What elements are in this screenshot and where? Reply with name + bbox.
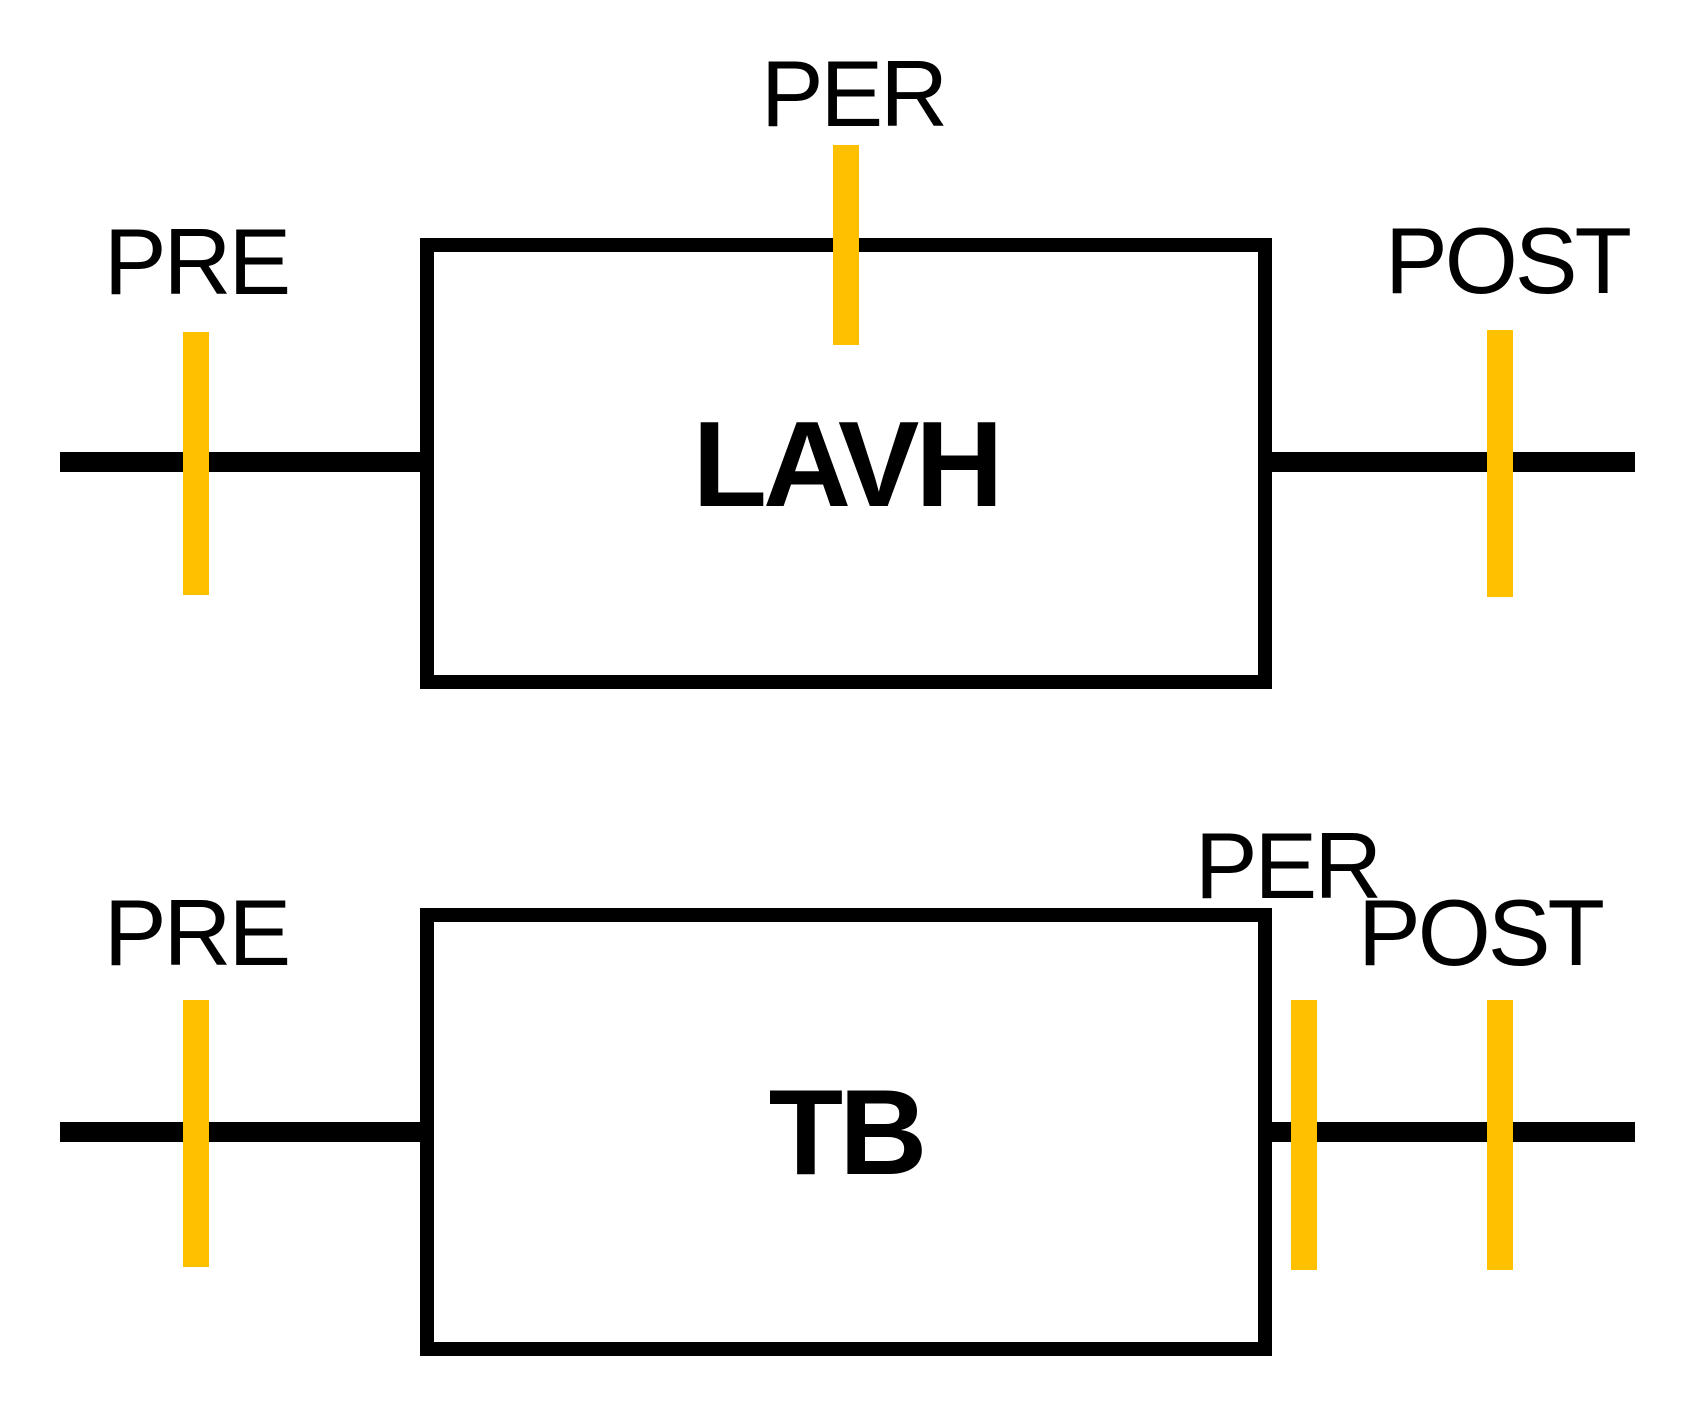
lavh-post-label: POST [1385,208,1632,313]
lavh-surgery-box: LAVH [420,238,1272,689]
tb-per-tick [1291,1000,1317,1270]
lavh-per-tick [833,145,859,345]
lavh-post-tick [1487,330,1513,597]
tb-pre-label: PRE [103,880,291,985]
tb-post-tick [1487,1000,1513,1270]
tb-surgery-box: TB [420,908,1272,1356]
lavh-pre-tick [183,332,209,595]
lavh-per-label: PER [760,41,948,146]
lavh-box-label: LAVH [692,395,1003,532]
tb-box-label: TB [768,1064,928,1200]
lavh-pre-label: PRE [103,209,291,314]
tb-per-label: PER [1194,813,1382,918]
tb-post-label: POST [1358,880,1605,985]
tb-pre-tick [183,1000,209,1267]
